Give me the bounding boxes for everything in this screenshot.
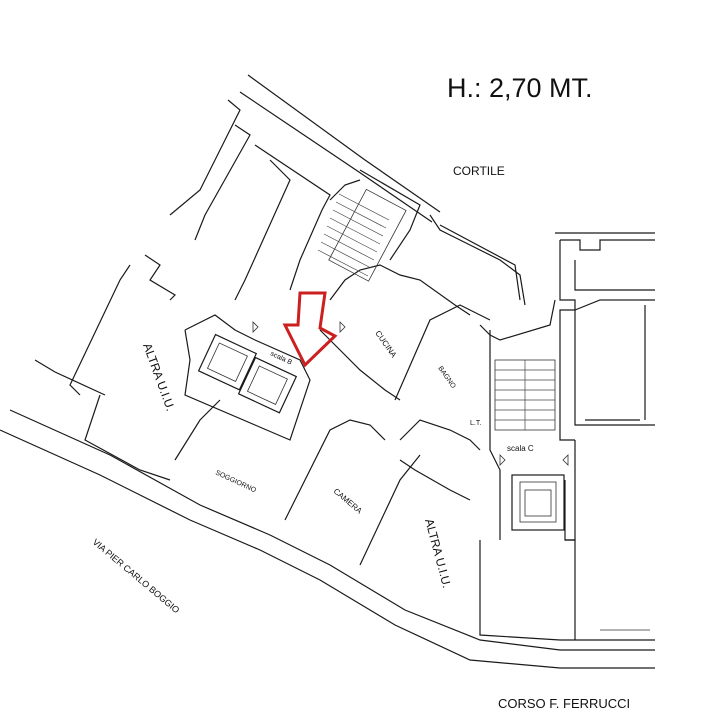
label-scala-b: scala B xyxy=(269,350,293,366)
label-scala-c: scala C xyxy=(507,444,534,453)
label-lt: L.T. xyxy=(470,420,481,427)
label-cucina: CUCINA xyxy=(373,329,398,360)
building-walls xyxy=(0,74,655,669)
label-bagno: BAGNO xyxy=(436,365,457,390)
stair-b xyxy=(317,188,407,282)
label-soggiorno: SOGGIORNO xyxy=(214,469,257,494)
right-wing-walls xyxy=(555,232,655,641)
label-camera: CAMERA xyxy=(332,487,365,516)
elevators-b xyxy=(197,333,298,414)
stair-c xyxy=(494,359,556,431)
label-corso-ferrucci: CORSO F. FERRUCCI xyxy=(498,696,630,711)
elevator-c xyxy=(511,474,565,531)
down-arrow-icon xyxy=(282,291,338,368)
label-via-boggio: VIA PIER CARLO BOGGIO xyxy=(91,537,182,615)
label-altra-uiu-right: ALTRA U.I.U. xyxy=(422,517,454,589)
direction-markers xyxy=(252,321,569,466)
height-label: H.: 2,70 MT. xyxy=(447,73,593,103)
label-cortile: CORTILE xyxy=(453,164,505,178)
label-altra-uiu-left: ALTRA U.I.U. xyxy=(140,341,177,413)
